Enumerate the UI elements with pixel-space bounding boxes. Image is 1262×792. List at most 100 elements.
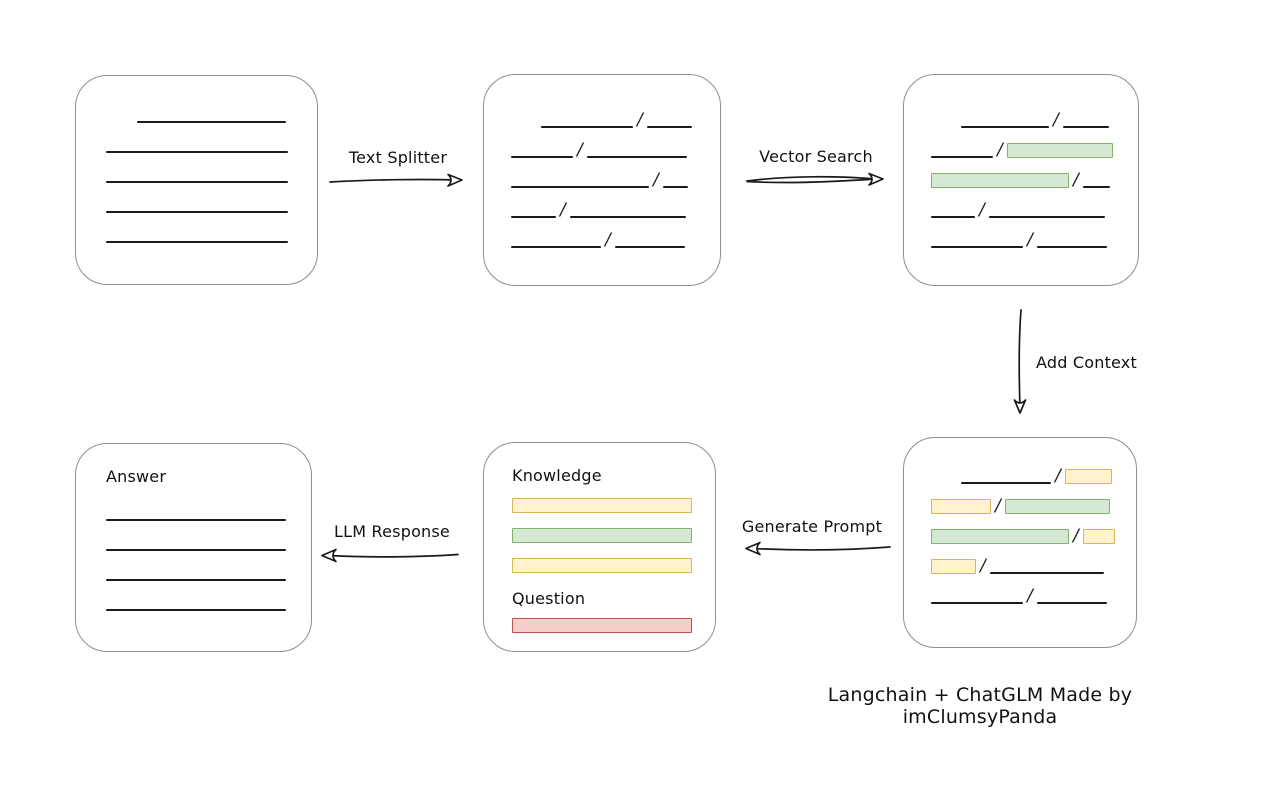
slash-separator: / — [605, 230, 611, 250]
text-row: / — [511, 230, 720, 250]
answer-label: Answer — [106, 467, 167, 486]
text-line — [541, 126, 633, 128]
text-row: / — [931, 200, 1138, 220]
llm-response-label: LLM Response — [334, 522, 450, 541]
slash-separator: / — [997, 140, 1003, 160]
text-row — [106, 196, 317, 213]
text-line — [931, 216, 975, 218]
search-results-box: / / / / / — [903, 74, 1139, 286]
yellow-highlight-bar — [931, 559, 976, 574]
add-context-arrow — [1013, 309, 1027, 414]
answer-rows — [106, 504, 311, 611]
text-row: / — [511, 170, 720, 190]
slash-separator: / — [560, 200, 566, 220]
text-line — [1062, 126, 1109, 128]
llm-response-arrow — [321, 548, 459, 563]
generate-prompt-arrow — [745, 541, 891, 556]
answer-box: Answer — [75, 443, 312, 652]
text-line — [931, 602, 1023, 604]
vector-search-label: Vector Search — [759, 147, 873, 166]
indent-spacer — [511, 127, 541, 128]
text-line — [511, 186, 649, 188]
question-bar — [512, 616, 715, 633]
slash-separator: / — [1073, 170, 1079, 190]
search-results-rows: / / / / / — [931, 110, 1138, 250]
knowledge-label: Knowledge — [512, 466, 602, 485]
text-row: / — [931, 466, 1136, 486]
slash-separator: / — [980, 556, 986, 576]
text-row: / — [931, 110, 1138, 130]
text-line — [106, 181, 288, 183]
indent-spacer — [931, 483, 961, 484]
text-row: / — [931, 586, 1136, 606]
text-row — [106, 166, 317, 183]
slash-separator: / — [1053, 110, 1059, 130]
text-line — [569, 216, 686, 218]
text-row: / — [931, 170, 1138, 190]
slash-separator: / — [1027, 586, 1033, 606]
text-row — [512, 556, 715, 573]
text-line — [646, 126, 692, 128]
vector-search-arrow — [746, 172, 884, 186]
question-label: Question — [512, 589, 586, 608]
indent-spacer — [931, 127, 961, 128]
text-row — [106, 534, 311, 551]
slash-separator: / — [979, 200, 985, 220]
add-context-label: Add Context — [1036, 353, 1137, 372]
text-row: / — [511, 140, 720, 160]
text-line — [931, 246, 1023, 248]
yellow-highlight-bar — [1064, 469, 1112, 484]
text-row: / — [511, 200, 720, 220]
text-row — [106, 594, 311, 611]
context-rows: / / / / / — [931, 466, 1136, 606]
green-highlight-bar — [1006, 143, 1113, 158]
slash-separator: / — [995, 496, 1001, 516]
text-row — [106, 136, 317, 153]
knowledge-bars — [512, 496, 715, 573]
generate-prompt-label: Generate Prompt — [741, 517, 883, 536]
chunks-rows: / / / / / — [511, 110, 720, 250]
text-line — [106, 609, 286, 611]
text-line — [662, 186, 688, 188]
text-line — [106, 519, 286, 521]
text-line — [511, 216, 556, 218]
text-line — [961, 126, 1049, 128]
text-splitter-label: Text Splitter — [348, 148, 448, 167]
text-line — [511, 246, 601, 248]
context-box: / / / / / — [903, 437, 1137, 648]
text-row: / — [931, 556, 1136, 576]
document-rows — [106, 106, 317, 243]
text-row — [106, 226, 317, 243]
slash-separator: / — [1027, 230, 1033, 250]
text-line — [106, 211, 288, 213]
text-row: / — [931, 526, 1136, 546]
text-line — [586, 156, 687, 158]
text-line — [989, 572, 1104, 574]
text-line — [511, 156, 573, 158]
text-row: / — [511, 110, 720, 130]
text-row — [512, 496, 715, 513]
slash-separator: / — [653, 170, 659, 190]
text-row: / — [931, 230, 1138, 250]
red-highlight-bar — [512, 618, 692, 633]
green-highlight-bar — [931, 173, 1069, 188]
slash-separator: / — [577, 140, 583, 160]
text-line — [1036, 602, 1107, 604]
text-line — [614, 246, 685, 248]
text-row: / — [931, 496, 1136, 516]
text-row — [512, 526, 715, 543]
slash-separator: / — [637, 110, 643, 130]
document-box — [75, 75, 318, 285]
yellow-highlight-bar — [512, 498, 692, 513]
diagram-caption: Langchain + ChatGLM Made by imClumsyPand… — [827, 684, 1133, 728]
text-row — [106, 106, 317, 123]
text-line — [106, 579, 286, 581]
yellow-highlight-bar — [1082, 529, 1115, 544]
prompt-box: Knowledge Question — [483, 442, 716, 652]
slash-separator: / — [1073, 526, 1079, 546]
text-line — [931, 156, 993, 158]
text-line — [137, 121, 286, 123]
green-highlight-bar — [931, 529, 1069, 544]
slash-separator: / — [1055, 466, 1061, 486]
